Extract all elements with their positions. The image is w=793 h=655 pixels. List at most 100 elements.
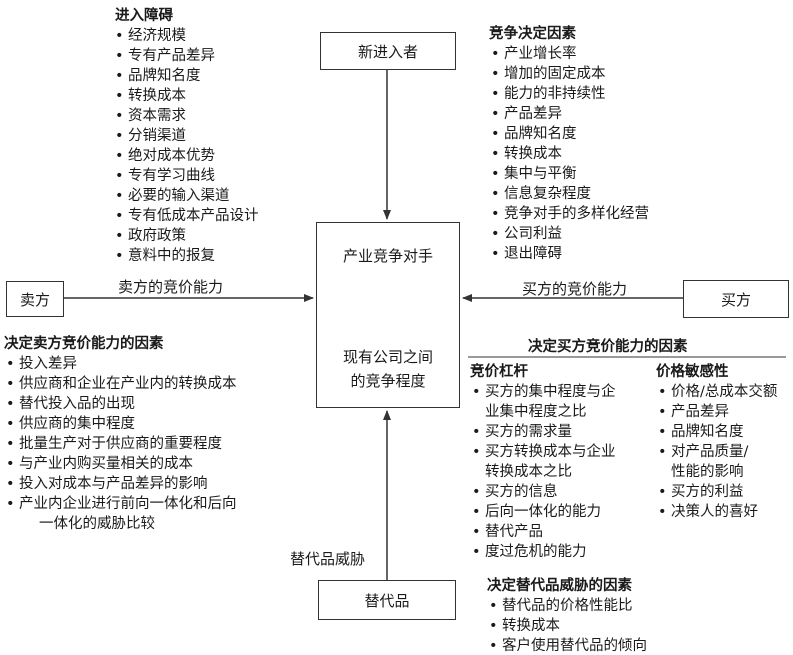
list-item: 集中与平衡 bbox=[489, 164, 649, 184]
list-item: 品牌知名度 bbox=[656, 422, 777, 442]
list-item: 必要的输入渠道 bbox=[113, 186, 259, 206]
list-item: 资本需求 bbox=[113, 106, 259, 126]
substitute-threat-heading: 决定替代品威胁的因素 bbox=[487, 578, 632, 594]
price-sensitivity-list: 价格/总成本交额产品差异品牌知名度对产品质量/性能的影响买方的利益决策人的喜好 bbox=[656, 382, 777, 522]
list-item-line: 度过危机的能力 bbox=[485, 544, 587, 560]
list-item: 决策人的喜好 bbox=[656, 502, 777, 522]
list-item: 度过危机的能力 bbox=[470, 542, 616, 562]
list-item: 公司利益 bbox=[489, 224, 649, 244]
new-entrants-label: 新进入者 bbox=[357, 42, 418, 61]
list-item-line: 买方的集中程度与企 bbox=[485, 384, 616, 400]
list-item: 替代投入品的出现 bbox=[4, 394, 237, 414]
list-item-line: 一体化的威胁比较 bbox=[39, 516, 155, 532]
list-item-line: 对产品质量/ bbox=[671, 444, 749, 460]
price-leverage-heading: 竞价杠杆 bbox=[470, 364, 528, 380]
list-item: 替代产品 bbox=[470, 522, 616, 542]
supplier-power-arrow-label: 卖方的竞价能力 bbox=[118, 278, 224, 296]
buyer-power-arrow-label: 买方的竞价能力 bbox=[522, 280, 628, 298]
substitutes-label: 替代品 bbox=[364, 591, 410, 610]
entry-barriers-list: 经济规模专有产品差异品牌知名度转换成本资本需求分销渠道绝对成本优势专有学习曲线必… bbox=[113, 26, 259, 266]
list-item: 产品差异 bbox=[489, 104, 649, 124]
list-item: 政府政策 bbox=[113, 226, 259, 246]
list-item-line: 供应商的集中程度 bbox=[19, 416, 135, 432]
list-item: 价格/总成本交额 bbox=[656, 382, 777, 402]
list-item: 买方的信息 bbox=[470, 482, 616, 502]
list-item-line: 决策人的喜好 bbox=[671, 504, 758, 520]
list-item: 品牌知名度 bbox=[113, 66, 259, 86]
list-item-line: 买方的利益 bbox=[671, 484, 744, 500]
list-item: 投入差异 bbox=[4, 354, 237, 374]
list-item: 能力的非持续性 bbox=[489, 84, 649, 104]
substitute-threat-block: 决定替代品威胁的因素 替代品的价格性能比转换成本客户使用替代品的倾向 bbox=[487, 576, 647, 655]
list-item: 供应商和企业在产业内的转换成本 bbox=[4, 374, 237, 394]
rivalry-bottom-line1: 现有公司之间 bbox=[342, 348, 433, 366]
suppliers-label: 卖方 bbox=[19, 290, 50, 309]
supplier-power-heading: 决定卖方竞价能力的因素 bbox=[4, 336, 164, 352]
list-item: 后向一体化的能力 bbox=[470, 502, 616, 522]
list-item-line: 业集中程度之比 bbox=[485, 404, 587, 420]
list-item-line: 买方的需求量 bbox=[485, 424, 572, 440]
price-leverage-list: 买方的集中程度与企业集中程度之比买方的需求量买方转换成本与企业转换成本之比买方的… bbox=[470, 382, 616, 562]
list-item: 与产业内购买量相关的成本 bbox=[4, 454, 237, 474]
list-item: 转换成本 bbox=[489, 144, 649, 164]
price-sensitivity-heading: 价格敏感性 bbox=[656, 364, 729, 380]
rivalry-determinants-block: 竞争决定因素 产业增长率增加的固定成本能力的非持续性产品差异品牌知名度转换成本集… bbox=[489, 24, 649, 264]
entry-barriers-block: 进入障碍 经济规模专有产品差异品牌知名度转换成本资本需求分销渠道绝对成本优势专有… bbox=[113, 6, 259, 266]
substitutes-box: 替代品 bbox=[318, 580, 456, 620]
rivalry-bottom-label: 现有公司之间 的竞争程度 bbox=[317, 345, 459, 393]
list-item: 替代品的价格性能比 bbox=[487, 596, 647, 616]
rivalry-determinants-list: 产业增长率增加的固定成本能力的非持续性产品差异品牌知名度转换成本集中与平衡信息复… bbox=[489, 44, 649, 264]
list-item: 对产品质量/性能的影响 bbox=[656, 442, 777, 482]
list-item-line: 替代投入品的出现 bbox=[19, 396, 135, 412]
list-item-line: 买方的信息 bbox=[485, 484, 558, 500]
new-entrants-box: 新进入者 bbox=[320, 32, 456, 70]
list-item: 转换成本 bbox=[113, 86, 259, 106]
list-item: 供应商的集中程度 bbox=[4, 414, 237, 434]
list-item: 竞争对手的多样化经营 bbox=[489, 204, 649, 224]
rivalry-top-label: 产业竞争对手 bbox=[342, 247, 433, 265]
rivalry-determinants-heading: 竞争决定因素 bbox=[489, 26, 576, 42]
substitute-threat-list: 替代品的价格性能比转换成本客户使用替代品的倾向 bbox=[487, 596, 647, 655]
buyers-box: 买方 bbox=[683, 280, 789, 318]
list-item-line: 与产业内购买量相关的成本 bbox=[19, 456, 193, 472]
list-item-line: 价格/总成本交额 bbox=[671, 384, 778, 400]
buyer-power-heading: 决定买方竞价能力的因素 bbox=[528, 339, 688, 355]
suppliers-box: 卖方 bbox=[6, 281, 64, 317]
list-item: 客户使用替代品的倾向 bbox=[487, 636, 647, 655]
list-item: 分销渠道 bbox=[113, 126, 259, 146]
list-item-line: 替代产品 bbox=[485, 524, 543, 540]
list-item-line: 产品差异 bbox=[671, 404, 729, 420]
list-item-line: 后向一体化的能力 bbox=[485, 504, 601, 520]
substitute-threat-arrow-label: 替代品威胁 bbox=[290, 550, 366, 568]
industry-rivalry-box: 产业竞争对手 现有公司之间 的竞争程度 bbox=[316, 222, 460, 408]
list-item: 退出障碍 bbox=[489, 244, 649, 264]
list-item-line: 品牌知名度 bbox=[671, 424, 744, 440]
list-item: 专有产品差异 bbox=[113, 46, 259, 66]
list-item: 转换成本 bbox=[487, 616, 647, 636]
list-item: 买方的利益 bbox=[656, 482, 777, 502]
list-item: 增加的固定成本 bbox=[489, 64, 649, 84]
list-item: 信息复杂程度 bbox=[489, 184, 649, 204]
list-item: 专有低成本产品设计 bbox=[113, 206, 259, 226]
list-item: 买方的需求量 bbox=[470, 422, 616, 442]
price-leverage-block: 竞价杠杆 买方的集中程度与企业集中程度之比买方的需求量买方转换成本与企业转换成本… bbox=[470, 362, 616, 562]
list-item: 产品差异 bbox=[656, 402, 777, 422]
rivalry-bottom-line2: 的竞争程度 bbox=[350, 372, 426, 390]
list-item-line: 供应商和企业在产业内的转换成本 bbox=[19, 376, 237, 392]
list-item: 绝对成本优势 bbox=[113, 146, 259, 166]
price-sensitivity-block: 价格敏感性 价格/总成本交额产品差异品牌知名度对产品质量/性能的影响买方的利益决… bbox=[656, 362, 777, 522]
list-item: 品牌知名度 bbox=[489, 124, 649, 144]
list-item: 经济规模 bbox=[113, 26, 259, 46]
list-item: 投入对成本与产品差异的影响 bbox=[4, 474, 237, 494]
list-item: 专有学习曲线 bbox=[113, 166, 259, 186]
list-item-line: 批量生产对于供应商的重要程度 bbox=[19, 436, 222, 452]
list-item: 意料中的报复 bbox=[113, 246, 259, 266]
list-item-line: 转换成本之比 bbox=[485, 464, 572, 480]
list-item: 批量生产对于供应商的重要程度 bbox=[4, 434, 237, 454]
supplier-power-list: 投入差异供应商和企业在产业内的转换成本替代投入品的出现供应商的集中程度批量生产对… bbox=[4, 354, 237, 534]
buyers-label: 买方 bbox=[720, 290, 751, 309]
list-item-line: 投入对成本与产品差异的影响 bbox=[19, 476, 208, 492]
